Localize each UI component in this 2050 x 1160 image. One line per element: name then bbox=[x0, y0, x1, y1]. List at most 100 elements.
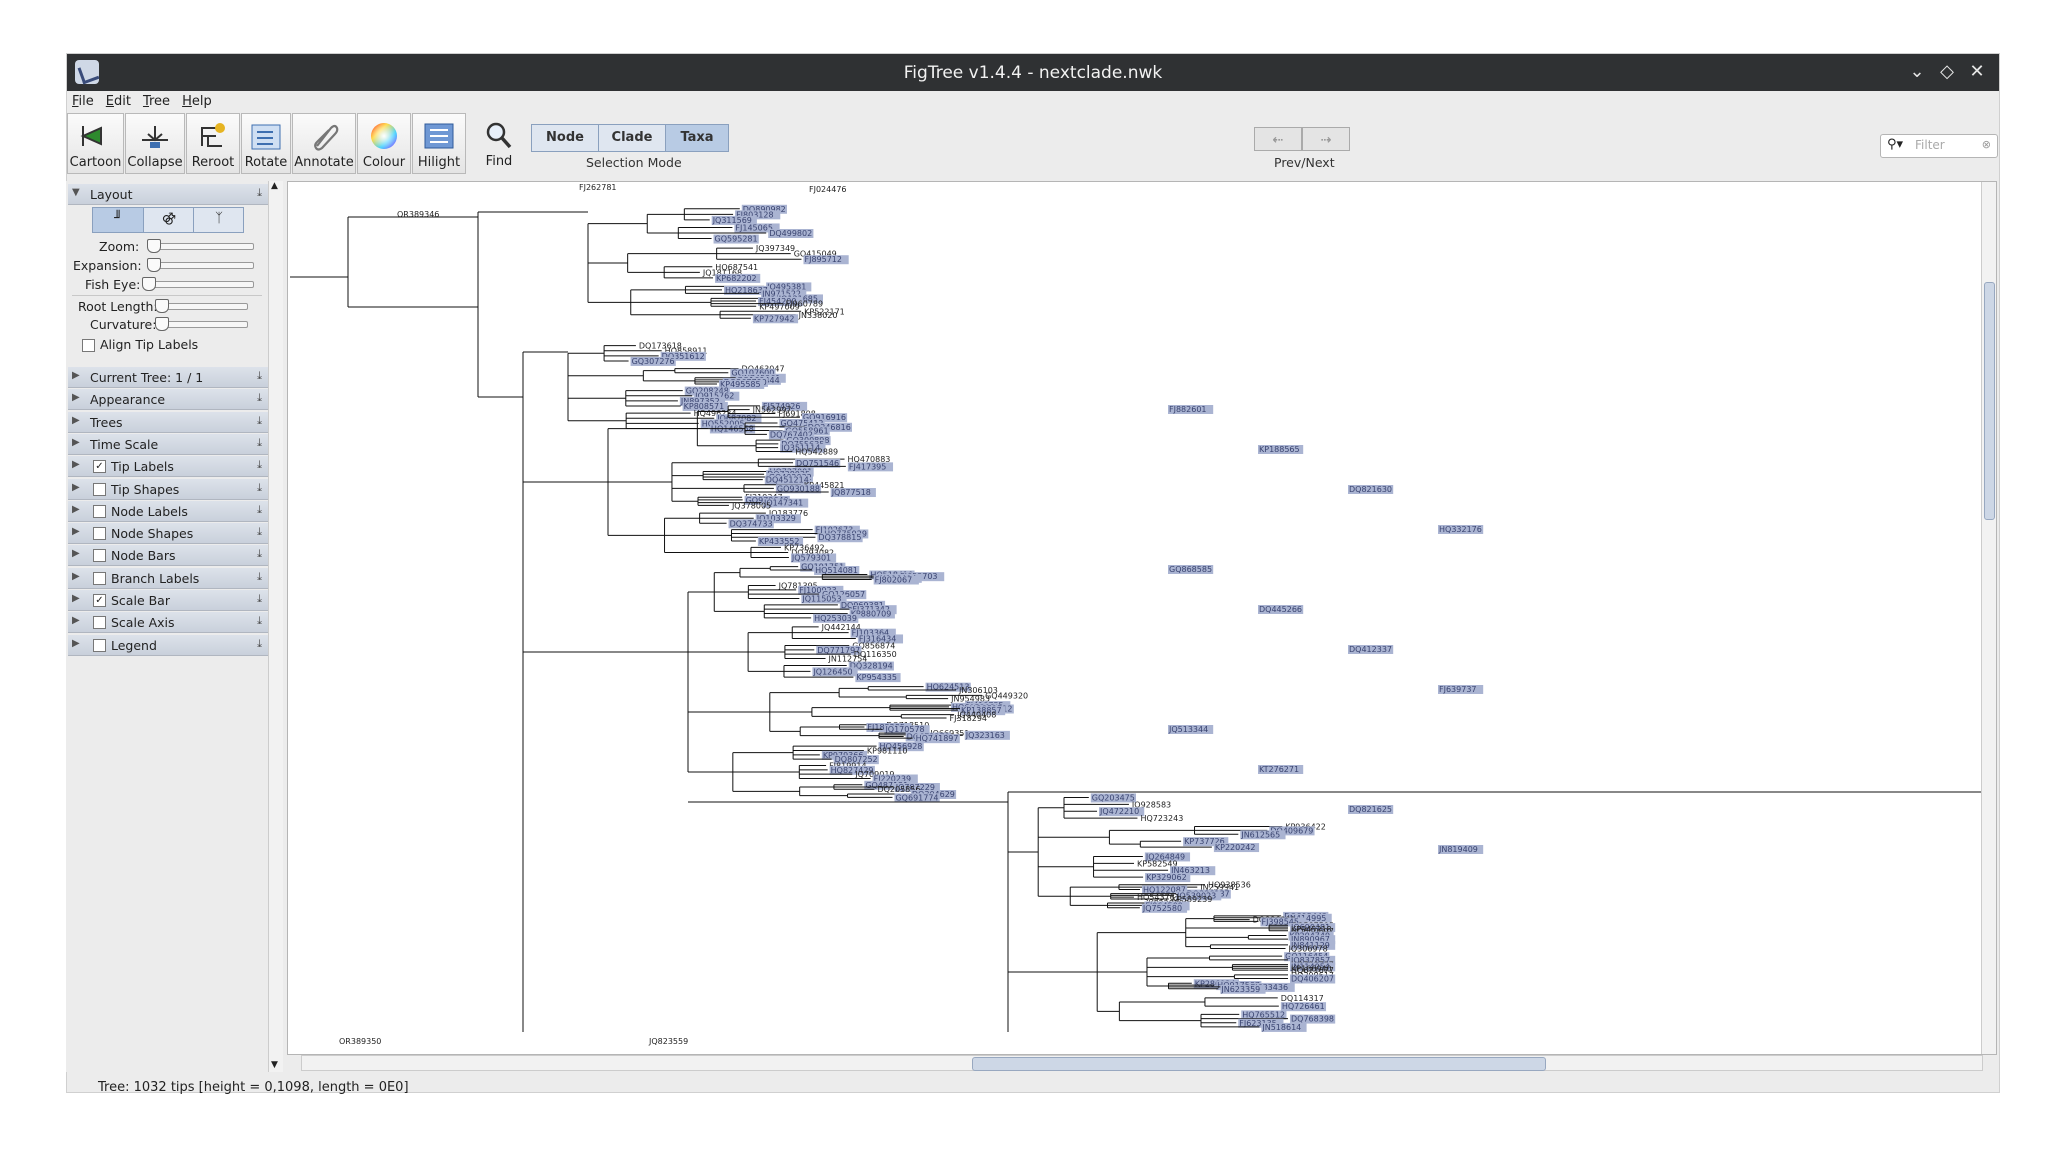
taxon-label[interactable]: HQ542889 bbox=[795, 447, 838, 456]
taxon-label[interactable]: GQ307276 bbox=[632, 357, 675, 366]
curvature-slider[interactable] bbox=[155, 317, 248, 331]
taxon-label[interactable]: KP220242 bbox=[1215, 843, 1256, 852]
taxon-label[interactable]: JQ351114 bbox=[780, 444, 820, 453]
taxon-label[interactable]: FJ691808 bbox=[778, 409, 816, 418]
taxon-label[interactable]: KT276271 bbox=[1259, 765, 1299, 774]
taxon-label[interactable]: HQ456928 bbox=[880, 742, 923, 751]
taxon-label[interactable]: HQ470883 bbox=[848, 455, 891, 464]
section-checkbox[interactable]: ✓ bbox=[93, 460, 106, 474]
taxon-label[interactable]: GQ856874 bbox=[852, 642, 895, 651]
taxon-label[interactable]: DQ821625 bbox=[1349, 805, 1392, 814]
taxon-label[interactable]: JQ877518 bbox=[831, 488, 871, 497]
taxon-label[interactable]: GQ691774 bbox=[895, 793, 938, 802]
taxon-label[interactable]: KP522171 bbox=[804, 307, 845, 316]
taxon-label[interactable]: FJ220239 bbox=[874, 775, 912, 784]
maximize-icon[interactable]: ◇ bbox=[1940, 61, 1954, 82]
taxon-label[interactable]: OR389350 bbox=[339, 1037, 381, 1046]
taxon-label[interactable]: DQ771797 bbox=[817, 646, 860, 655]
section-node-shapes[interactable]: ▶Node Shapes⤓ bbox=[68, 523, 268, 545]
taxon-label[interactable]: JQ115053 bbox=[801, 595, 841, 604]
section-checkbox[interactable]: ✓ bbox=[93, 594, 106, 607]
expansion-slider[interactable] bbox=[147, 258, 254, 272]
scroll-up-icon[interactable]: ▲ bbox=[271, 181, 278, 191]
taxon-label[interactable]: JN897352 bbox=[680, 397, 720, 406]
taxon-label[interactable]: JQ752580 bbox=[1142, 904, 1182, 913]
collapse-button[interactable]: Collapse bbox=[125, 113, 185, 174]
prev-button[interactable]: ⇠ bbox=[1254, 127, 1302, 151]
section-current-tree-1-1[interactable]: ▶Current Tree: 1 / 1⤓ bbox=[68, 367, 268, 388]
rectangular-layout-icon[interactable]: ╜ bbox=[93, 208, 143, 232]
taxon-label[interactable]: FJ454200 bbox=[759, 297, 797, 306]
taxon-label[interactable]: KP880709 bbox=[851, 610, 892, 619]
taxon-label[interactable]: FJ633436 bbox=[1251, 983, 1289, 992]
taxon-label[interactable]: JQ823559 bbox=[648, 1037, 688, 1046]
filter-input[interactable]: Filter bbox=[1915, 138, 1945, 152]
fisheye-slider[interactable] bbox=[142, 277, 254, 291]
taxon-label[interactable]: KP945218 bbox=[1291, 925, 1332, 934]
taxon-label[interactable]: DQ116350 bbox=[854, 650, 897, 659]
colour-button[interactable]: Colour bbox=[357, 113, 411, 174]
taxon-label[interactable]: JN414995 bbox=[1287, 914, 1327, 923]
taxon-label[interactable]: JQ539023 bbox=[1176, 891, 1216, 900]
menu-help[interactable]: Help bbox=[182, 94, 212, 109]
taxon-label[interactable]: JQ837857 bbox=[1290, 956, 1330, 965]
taxon-label[interactable]: GQ930188 bbox=[777, 484, 820, 493]
mode-taxa-button[interactable]: Taxa bbox=[665, 124, 729, 152]
section-checkbox[interactable] bbox=[93, 482, 106, 496]
taxon-label[interactable]: FJ895712 bbox=[804, 255, 842, 264]
taxon-label[interactable]: GQ203475 bbox=[1092, 793, 1135, 802]
zoom-slider[interactable] bbox=[147, 239, 254, 253]
taxon-label[interactable]: DQ374733 bbox=[730, 519, 773, 528]
taxon-label[interactable]: JQ513344 bbox=[1168, 725, 1208, 734]
taxon-label[interactable]: KP582549 bbox=[1137, 859, 1178, 868]
radial-layout-icon[interactable]: ᛉ bbox=[193, 208, 244, 232]
taxon-label[interactable]: DQ173618 bbox=[639, 342, 682, 351]
pin-icon[interactable]: ⤓ bbox=[257, 391, 262, 405]
taxon-label[interactable]: KP329062 bbox=[1146, 873, 1187, 882]
vertical-scroll-thumb[interactable] bbox=[1984, 282, 1995, 520]
taxon-label[interactable]: OR389346 bbox=[397, 210, 439, 219]
taxon-label[interactable]: GQ916916 bbox=[803, 413, 846, 422]
taxon-label[interactable]: KP166940 bbox=[1291, 964, 1332, 973]
taxon-label[interactable]: JQ579301 bbox=[791, 553, 831, 562]
next-button[interactable]: ⇢ bbox=[1302, 127, 1350, 151]
taxon-label[interactable]: HQ726461 bbox=[1282, 1002, 1325, 1011]
taxon-label[interactable]: KP286924 bbox=[1195, 979, 1236, 988]
pin-icon[interactable]: ⤓ bbox=[257, 569, 262, 583]
taxon-label[interactable]: FJ574926 bbox=[763, 402, 801, 411]
taxon-label[interactable]: KP682202 bbox=[716, 274, 757, 283]
taxon-label[interactable]: JN338020 bbox=[798, 311, 838, 320]
taxon-label[interactable]: JQ440408 bbox=[956, 711, 996, 720]
taxon-label[interactable]: FJ960789 bbox=[786, 300, 824, 309]
taxon-label[interactable]: DQ451214 bbox=[766, 476, 809, 485]
taxon-label[interactable]: DQ114317 bbox=[1281, 994, 1324, 1003]
root-length-slider[interactable] bbox=[155, 299, 248, 313]
taxon-label[interactable]: HQ938536 bbox=[1208, 881, 1251, 890]
annotate-button[interactable]: Annotate bbox=[292, 113, 356, 174]
taxon-label[interactable]: DQ393082 bbox=[791, 548, 834, 557]
panel-scrollbar[interactable]: ▲ ▼ bbox=[268, 181, 283, 1072]
section-checkbox[interactable] bbox=[93, 638, 106, 652]
taxon-label[interactable]: KP433552 bbox=[759, 537, 800, 546]
taxon-label[interactable]: FJ882601 bbox=[1169, 405, 1207, 414]
taxon-label[interactable]: DQ328194 bbox=[850, 662, 893, 671]
taxon-label[interactable]: GQ415049 bbox=[794, 250, 837, 259]
taxon-label[interactable]: FJ100023 bbox=[799, 586, 837, 595]
taxon-label[interactable]: KP808571 bbox=[684, 402, 725, 411]
section-branch-labels[interactable]: ▶Branch Labels⤓ bbox=[68, 567, 268, 589]
taxon-label[interactable]: KP589239 bbox=[1172, 895, 1213, 904]
pin-icon[interactable]: ⤓ bbox=[257, 369, 262, 382]
taxon-label[interactable]: JQ311569 bbox=[712, 216, 752, 225]
taxon-label[interactable]: HQ640697 bbox=[1291, 927, 1334, 936]
taxon-label[interactable]: HQ514081 bbox=[815, 566, 858, 575]
taxon-label[interactable]: JQ787229 bbox=[895, 783, 935, 792]
taxon-label[interactable]: KP188565 bbox=[1259, 445, 1300, 454]
taxon-label[interactable]: DQ768398 bbox=[1291, 1015, 1334, 1024]
taxon-label[interactable]: KP736492 bbox=[784, 543, 825, 552]
taxon-label[interactable]: DQ821630 bbox=[1349, 485, 1392, 494]
taxon-label[interactable]: JN890967 bbox=[1290, 935, 1330, 944]
taxon-label[interactable]: FJ024476 bbox=[809, 185, 847, 194]
taxon-label[interactable]: JN518614 bbox=[1261, 1023, 1301, 1032]
taxon-label[interactable]: JQ690481 bbox=[1290, 923, 1330, 932]
pin-icon[interactable]: ⤓ bbox=[257, 592, 262, 605]
